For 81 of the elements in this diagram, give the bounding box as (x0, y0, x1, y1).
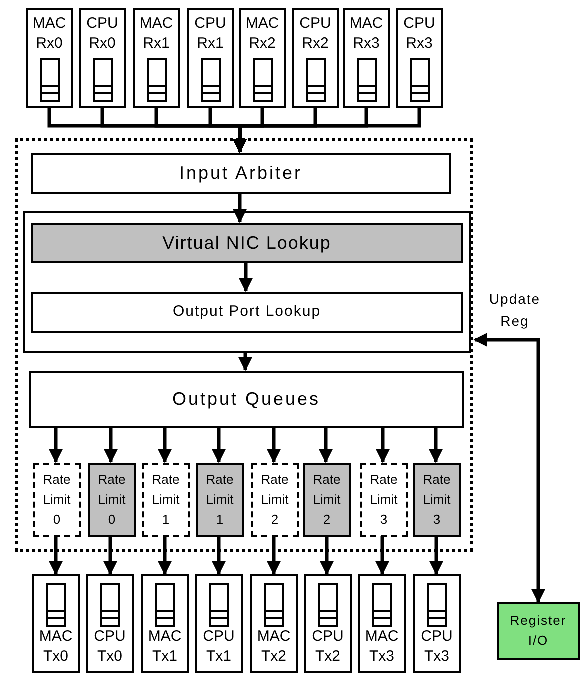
process-box (31, 223, 463, 263)
rate-limit-box (251, 463, 299, 537)
node-label: Register I/O (509, 612, 568, 650)
node-label: Rate Limit 1 (205, 471, 235, 529)
arrow (233, 108, 422, 154)
node-label: MAC Tx0 (38, 627, 74, 667)
node-label: Output Port Lookup (172, 302, 322, 322)
arrow (474, 333, 546, 604)
node-label: MAC Tx3 (364, 627, 400, 667)
arrow (430, 536, 444, 576)
node-label: Rate Limit 0 (97, 471, 127, 529)
node-label: MAC Rx0 (32, 14, 68, 54)
node-label: CPU Rx0 (86, 14, 120, 54)
receive-port-box (26, 8, 73, 108)
node-label: Rate Limit 3 (422, 471, 452, 529)
register-box (497, 602, 580, 660)
node-label: CPU Rx1 (194, 14, 228, 54)
group-box (23, 211, 471, 353)
process-box (29, 371, 464, 428)
receive-port-box (187, 8, 234, 108)
arrow (158, 427, 172, 464)
node-label: Rate Limit 2 (260, 471, 290, 529)
rate-limit-box (413, 463, 461, 537)
node-label: CPU Rx2 (298, 14, 332, 54)
arrow (212, 536, 226, 576)
rate-limit-box (360, 463, 408, 537)
receive-port-box (343, 8, 390, 108)
node-label: CPU Tx3 (420, 627, 454, 667)
node-label: MAC Rx1 (138, 14, 174, 54)
rate-limit-box (88, 463, 136, 537)
rate-limit-box (303, 463, 351, 537)
arrow (49, 427, 63, 464)
node-label: MAC Tx2 (256, 627, 292, 667)
receive-port-box (79, 8, 126, 108)
transmit-port-box (86, 574, 134, 673)
receive-port-box (396, 8, 443, 108)
rate-limit-box (33, 463, 81, 537)
node-label: Rate Limit 3 (369, 471, 399, 529)
arrow (376, 427, 390, 464)
node-label: Output Queues (172, 388, 321, 411)
arrow (319, 427, 333, 464)
node-label: MAC Rx2 (244, 14, 280, 54)
transmit-port-box (195, 574, 243, 673)
arrow (233, 193, 247, 224)
node-label: Rate Limit 2 (312, 471, 342, 529)
transmit-port-box (250, 574, 298, 673)
transmit-port-box (413, 574, 461, 673)
process-box (31, 153, 451, 194)
node-label: Rate Limit 0 (42, 471, 72, 529)
receive-port-box (239, 8, 286, 108)
arrow (267, 536, 281, 576)
arrow (104, 427, 118, 464)
arrow (238, 352, 252, 372)
arrow (158, 536, 172, 576)
node-label: CPU Tx2 (311, 627, 345, 667)
rate-limit-box (142, 463, 190, 537)
arrow (320, 536, 334, 576)
receive-port-box (133, 8, 180, 108)
arrow (429, 427, 443, 464)
arrow (104, 536, 118, 576)
transmit-port-box (304, 574, 352, 673)
arrow (267, 427, 281, 464)
node-label: MAC Tx1 (147, 627, 183, 667)
process-box (31, 292, 463, 333)
node-label: MAC Rx3 (348, 14, 384, 54)
receive-port-box (292, 8, 339, 108)
arrow (239, 262, 253, 292)
arrow (212, 427, 226, 464)
node-label: CPU Rx3 (402, 14, 436, 54)
arrow (376, 536, 390, 576)
node-label: Virtual NIC Lookup (162, 232, 332, 255)
node-label: Input Arbiter (179, 162, 303, 185)
transmit-port-box (32, 574, 80, 673)
transmit-port-box (141, 574, 189, 673)
transmit-port-box (358, 574, 406, 673)
node-label: CPU Tx1 (202, 627, 236, 667)
dotted-boundary-box (15, 138, 473, 552)
node-label: CPU Tx0 (93, 627, 127, 667)
arrow (49, 536, 63, 576)
rate-limit-box (196, 463, 244, 537)
node-label: Rate Limit 1 (151, 471, 181, 529)
